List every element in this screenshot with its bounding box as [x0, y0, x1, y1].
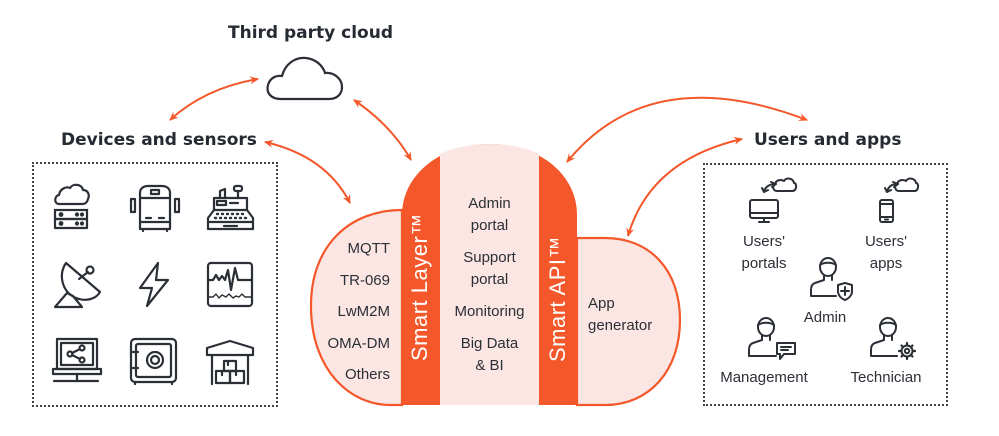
heading-devices-sensors: Devices and sensors	[61, 130, 257, 150]
monitor-cloud-sync-icon	[749, 177, 798, 223]
arrow-devices-thirdparty	[169, 76, 259, 121]
arrow-platform-users-top	[566, 96, 808, 163]
lightning-icon	[138, 261, 170, 308]
center-item-monitoring: Monitoring	[454, 303, 525, 320]
user-label-portals: Users' portals	[741, 233, 787, 272]
management-chat-icon	[748, 317, 796, 360]
devices-box	[32, 162, 278, 407]
user-label-admin: Admin	[803, 309, 847, 326]
user-label-technician: Technician	[850, 369, 922, 386]
users-box	[703, 163, 948, 406]
technician-gear-icon	[870, 317, 917, 361]
user-label-apps: Users' apps	[864, 233, 908, 272]
arrow-appgen-users	[626, 136, 743, 237]
app-generator-item: App generator	[588, 295, 653, 334]
bus-icon	[129, 184, 181, 233]
cloud-server-icon	[53, 183, 90, 230]
third-party-cloud-icon	[266, 56, 344, 101]
phone-cloud-sync-icon	[879, 177, 920, 223]
protocol-item: TR-069	[339, 271, 390, 289]
arrow-thirdparty-platform	[353, 99, 412, 161]
protocol-item: Others	[344, 366, 390, 383]
safe-icon	[129, 337, 178, 386]
center-items: Admin portal Support portal Monitoring B…	[440, 193, 539, 377]
protocol-item: OMA-DM	[327, 334, 391, 352]
monitor-chart-icon	[206, 261, 254, 308]
center-item-support-portal: Support portal	[463, 249, 516, 288]
admin-shield-icon	[810, 257, 853, 301]
arrow-devices-platform	[264, 139, 351, 204]
laptop-share-icon	[51, 337, 103, 383]
protocol-item: LwM2M	[337, 303, 390, 320]
protocol-list: MQTT TR-069 LwM2M OMA-DM Others	[328, 233, 391, 391]
center-item-big-data: Big Data & BI	[460, 335, 519, 374]
cash-register-icon	[206, 184, 255, 231]
center-item-admin-portal: Admin portal	[468, 195, 511, 234]
warehouse-icon	[205, 339, 255, 386]
protocol-item: MQTT	[347, 240, 391, 257]
heading-users-apps: Users and apps	[754, 130, 902, 150]
user-label-management: Management	[720, 369, 808, 386]
heading-third-party-cloud: Third party cloud	[228, 23, 394, 43]
platform-cloud	[309, 144, 682, 407]
satellite-dish-icon	[53, 261, 102, 309]
